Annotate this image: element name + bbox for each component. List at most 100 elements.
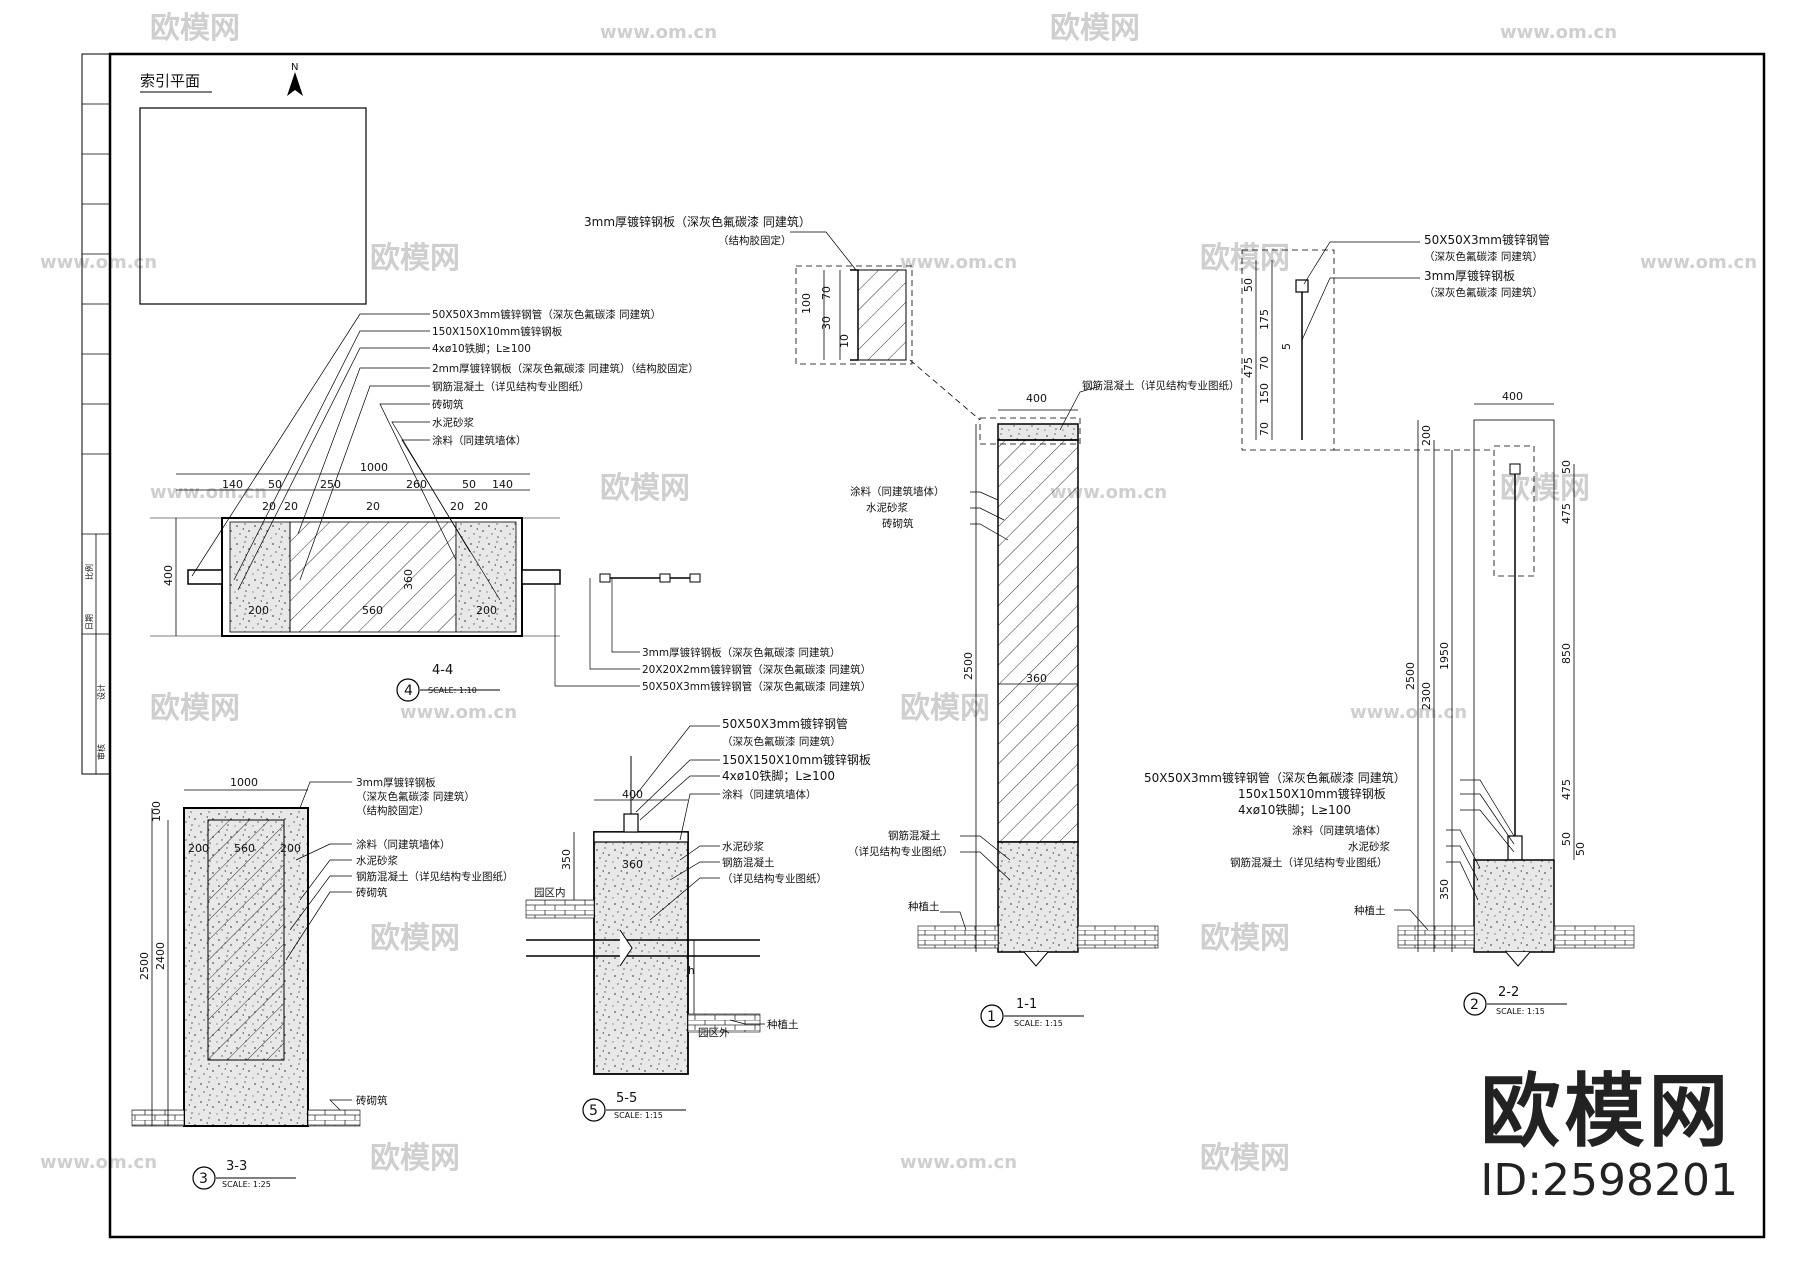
dim-label: 200: [188, 842, 209, 855]
dim-label: 20: [450, 500, 464, 513]
watermark-brand: 欧模网: [900, 691, 990, 726]
dim-label: 475: [1560, 503, 1573, 524]
dim-label: 50: [462, 478, 476, 491]
dim-label: 50: [1560, 460, 1573, 474]
s33-scale: SCALE: 1:25: [222, 1180, 271, 1189]
s55-note: 涂料（同建筑墙体）: [722, 788, 817, 801]
s55-label: h: [688, 965, 695, 977]
s33-note: （结构胶固定）: [356, 804, 430, 817]
s55-note: 150X150X10mm镀锌钢板: [722, 753, 871, 767]
dim-label: 475: [1560, 779, 1573, 800]
s44-note: 4xø10铁脚；L≥100: [432, 342, 531, 355]
dim-label: 350: [1438, 879, 1451, 900]
s11-detail-note: （结构胶固定）: [718, 234, 792, 247]
s44-note: 水泥砂浆: [432, 416, 474, 429]
s33-note: 水泥砂浆: [356, 854, 398, 867]
watermark-brand: 欧模网: [370, 1141, 460, 1176]
s33-note: 砖砌筑: [356, 1094, 388, 1107]
watermark-site: www.om.cn: [1640, 252, 1757, 273]
s55-label: 园区内: [534, 886, 566, 899]
section-3-3: [131, 789, 361, 1190]
s44-note: 钢筋混凝土（详见结构专业图纸）: [432, 380, 590, 393]
s55-note: 4xø10铁脚；L≥100: [722, 768, 835, 783]
dim-label: 30: [820, 316, 833, 330]
watermark-site: www.om.cn: [600, 22, 717, 43]
s44-number: 4: [404, 683, 413, 699]
dim-label: 200: [476, 604, 497, 617]
dim-label: 200: [248, 604, 269, 617]
watermark-site: www.om.cn: [1050, 482, 1167, 503]
s44-note: 砖砌筑: [432, 398, 464, 411]
dim-label: 350: [560, 849, 573, 870]
s55-note: （深灰色氟碳漆 同建筑）: [722, 735, 841, 748]
s33-title: 3-3: [226, 1159, 247, 1174]
dim-label: 1950: [1438, 642, 1451, 670]
watermark-site: www.om.cn: [40, 1152, 157, 1173]
dim-label: 175: [1258, 309, 1271, 330]
s44-note: 2mm厚镀锌钢板（深灰色氟碳漆 同建筑）（结构胶固定）: [432, 362, 699, 375]
watermark-brand: 欧模网: [1200, 921, 1290, 956]
s33-note: （深灰色氟碳漆 同建筑）: [356, 790, 475, 803]
s11-scale: SCALE: 1:15: [1014, 1019, 1063, 1028]
section-2-2: [1241, 249, 1635, 1016]
s33-note: 3mm厚镀锌钢板: [356, 776, 436, 789]
dim-label: 400: [1026, 392, 1047, 405]
s22-detail-note: 50X50X3mm镀锌钢管: [1424, 232, 1550, 247]
dim-label: 1000: [360, 461, 388, 474]
watermark-brand: 欧模网: [1200, 1141, 1290, 1176]
s11-note: 砖砌筑: [882, 517, 914, 530]
section-5-5: [525, 756, 761, 1122]
watermark-site: www.om.cn: [1500, 22, 1617, 43]
s44-dims: 1000 140 50 250 260 50 140 20 20 20 20 2…: [162, 461, 513, 617]
title-block-line: 比例: [84, 564, 94, 580]
s22-note: 种植土: [1354, 904, 1386, 917]
s55-label: 园区外: [698, 1027, 730, 1039]
watermark-brand: 欧模网: [370, 921, 460, 956]
dim-label: 20: [284, 500, 298, 513]
dim-label: 10: [838, 334, 851, 348]
brand-mark: 欧模网 ID:2598201: [1480, 1072, 1738, 1209]
sheet-border: [108, 52, 1766, 1239]
s22-note: 4xø10铁脚；L≥100: [1238, 802, 1351, 817]
dim-label: 360: [1026, 672, 1047, 685]
dim-label: 400: [1502, 390, 1523, 403]
watermark-layer: 欧模网欧模网欧模网欧模网欧模网欧模网欧模网欧模网欧模网欧模网欧模网欧模网www.…: [40, 11, 1757, 1176]
dim-label: 360: [402, 569, 415, 590]
s22-scale: SCALE: 1:15: [1496, 1007, 1545, 1016]
s55-note: 种植土: [767, 1018, 799, 1031]
s11-note: 涂料（同建筑墙体）: [850, 485, 945, 498]
s55-note: 50X50X3mm镀锌钢管: [722, 716, 848, 731]
s33-note: 钢筋混凝土（详见结构专业图纸）: [356, 870, 514, 883]
s22-number: 2: [1470, 997, 1479, 1013]
index-plan-frame: [139, 107, 367, 305]
brand-id: ID:2598201: [1480, 1155, 1738, 1206]
watermark-site: www.om.cn: [40, 252, 157, 273]
watermark-brand: 欧模网: [1500, 471, 1590, 506]
title-block-line: 审核: [96, 744, 106, 760]
dim-label: 2500: [1404, 662, 1417, 690]
s22-note: 涂料（同建筑墙体）: [1292, 824, 1387, 837]
s11-note: 种植土: [908, 900, 940, 913]
dim-label: 2500: [138, 952, 151, 980]
s44-note: 150X150X10mm镀锌钢板: [432, 325, 563, 338]
section-4-4: [150, 473, 701, 702]
watermark-brand: 欧模网: [1200, 241, 1290, 276]
section-1-1: [795, 265, 1159, 1028]
s44-note: 3mm厚镀锌钢板（深灰色氟碳漆 同建筑）: [642, 646, 840, 659]
dim-label: 20: [366, 500, 380, 513]
s44-scale: SCALE: 1:10: [428, 686, 477, 695]
s44-note: 50X50X3mm镀锌钢管（深灰色氟碳漆 同建筑）: [642, 680, 871, 693]
s11-note: 钢筋混凝土: [888, 829, 941, 842]
dim-label: 1000: [230, 776, 258, 789]
dim-label: 850: [1560, 643, 1573, 664]
watermark-site: www.om.cn: [400, 702, 517, 723]
dim-label: 5: [1280, 343, 1293, 350]
dim-label: 260: [406, 478, 427, 491]
s44-title: 4-4: [432, 663, 453, 678]
s11-number: 1: [987, 1009, 996, 1025]
brand-name: 欧模网: [1480, 1065, 1733, 1158]
dim-label: 70: [1258, 422, 1271, 436]
dim-label: 200: [1420, 425, 1433, 446]
s33-number: 3: [199, 1171, 208, 1187]
